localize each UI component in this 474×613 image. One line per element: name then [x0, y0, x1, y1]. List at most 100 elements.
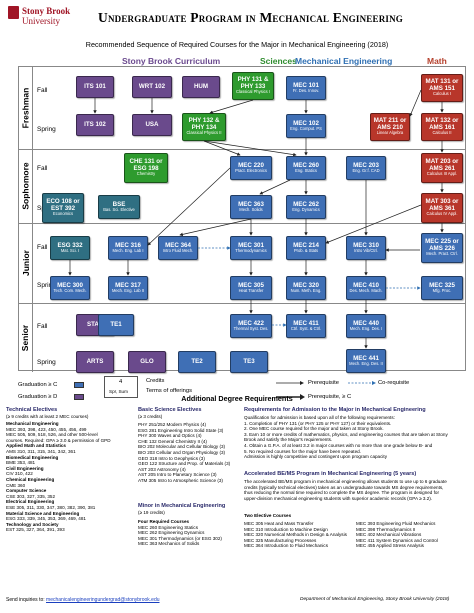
shield-icon [8, 6, 19, 19]
list-item: MEC 305 Heat and Mass Transfer [244, 521, 314, 526]
send-label: Send inquiries to: [6, 597, 45, 603]
additional-requirements: Additional Degree Requirements Technical… [0, 394, 474, 613]
contact-line: Send inquiries to: mechanicalengineering… [6, 597, 160, 603]
minor-subtitle: (≥ 19 credits) [138, 510, 165, 515]
list-item: CHE 132 General Chemistry II (4) [138, 438, 207, 444]
list-item: MEC 364 Introduction to Fluid Mechanics [244, 543, 329, 549]
list-item: Qualification for admission is based upo… [244, 415, 395, 420]
list-item: ESG 333, 339, 345, 353, 369, 469, 481 [6, 516, 86, 522]
list-item: BME 353, 481 [6, 460, 36, 466]
admission-title: Requirements for Admission to the Major … [244, 407, 426, 413]
list-item: MEC 393 Engineering Fluid Mechanics [356, 521, 436, 526]
legend-credits: Credits [146, 378, 165, 384]
course-te2[interactable]: TE2 [178, 351, 216, 373]
list-item: 5. No required courses for the major hav… [244, 448, 361, 454]
list-item: MEC 320 Numerical Methods in Design & An… [244, 532, 347, 538]
legend-swatch-c [74, 382, 84, 388]
list-item: thus reducing the normal time required t… [244, 490, 439, 496]
list-item: 2. One MEC course required for the major… [244, 426, 384, 432]
list-item: MEC 310 Introduction to Machine Design [244, 526, 328, 532]
list-item: MEC 455 Applied Stress Analysis [356, 543, 424, 549]
list-item: EST 325, 327, 364, 391, 393 [6, 527, 65, 533]
semester-label: Fall [37, 323, 48, 330]
course-its101[interactable]: ITS 101 [76, 76, 114, 98]
list-item: Technology and Society [6, 521, 59, 527]
course-its102[interactable]: ITS 102 [76, 114, 114, 136]
course-hum[interactable]: HUM [182, 76, 220, 98]
list-item: Mechanical Engineering [6, 421, 59, 426]
list-item: The accelerated BE/MS program in mechani… [244, 479, 447, 484]
basic-science-title: Basic Science Electives [138, 407, 202, 413]
legend-corequisite: Co-requisite [378, 380, 410, 386]
course-usa[interactable]: USA [132, 114, 172, 136]
column-header-sciences: Sciences [260, 56, 297, 66]
list-item: MEC 363 Mechanics of Solids [138, 541, 200, 547]
semester-label: Spring [37, 126, 56, 133]
list-item: ESE 305, 311, 330, 347, 380, 382, 390, 3… [6, 504, 96, 510]
legend-course-example: 4 Spr, Sum [104, 376, 138, 398]
list-item: Applied Math and Statistics [6, 443, 66, 449]
legend-prerequisite-c: Prerequisite, ≥ C [308, 394, 352, 400]
course-arts[interactable]: ARTS [76, 351, 114, 373]
list-item: ATM 305 Intro to Atmospheric Science (3) [138, 477, 223, 483]
year-band-freshman: Freshman [19, 67, 33, 149]
course-te1[interactable]: TE1 [98, 314, 134, 336]
minor-title: Minor in Mechanical Engineering [138, 503, 226, 509]
list-item: MEC 505, 509, 518, 526, and other 500-le… [6, 432, 98, 438]
column-header-math: Math [427, 56, 447, 66]
list-item: 3. Earn 10 or more credits of mathematic… [244, 431, 448, 437]
course-wrt102[interactable]: WRT 102 [132, 76, 172, 98]
tech-electives-subtitle: (≥ 9 credits with at least 2 MEC courses… [6, 414, 89, 419]
list-item: PHY 300 Waves and Optics (4) [138, 433, 202, 439]
semester-label: Fall [37, 244, 48, 251]
basic-science-subtitle: (≥ 3 credits) [138, 414, 163, 419]
list-item: BIO 203 Cellular and Organ Physiology (3… [138, 449, 226, 455]
list-item: Chemical Engineering [6, 476, 55, 482]
year-band-junior: Junior [19, 223, 33, 303]
list-item: Biomedical Engineering [6, 454, 59, 460]
contact-email-link[interactable]: mechanicalengineeringundergrad@stonybroo… [46, 597, 160, 603]
list-item: AST 203 Astronomy (4) [138, 466, 186, 472]
tech-electives-title: Technical Electives [6, 407, 58, 413]
course-glo[interactable]: GLO [128, 351, 166, 373]
list-item: 1. Completion of PHY 131 (or PHY 125 or … [244, 420, 392, 426]
list-item: Brook and satisfy the Major's requiremen… [244, 437, 333, 443]
course-te3[interactable]: TE3 [230, 351, 268, 373]
